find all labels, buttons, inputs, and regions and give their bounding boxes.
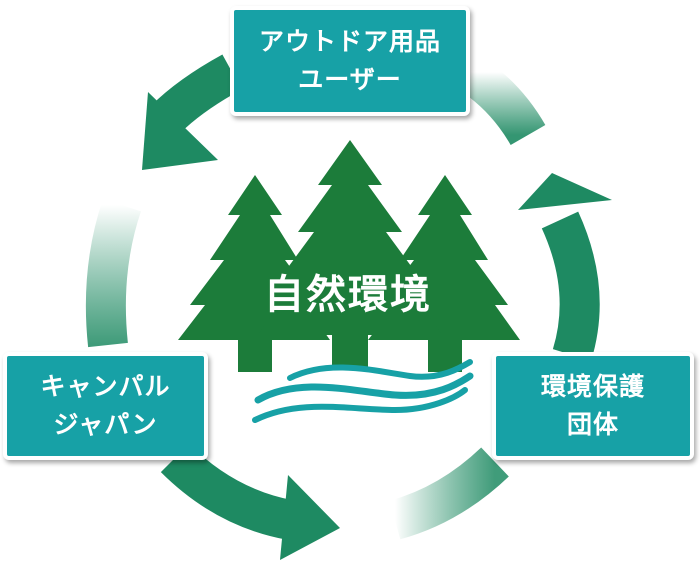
node-outdoor-users: アウトドア用品 ユーザー xyxy=(230,6,470,116)
node-environmental-group-line2: 団体 xyxy=(566,410,619,439)
cycle-arrow-icon xyxy=(160,443,340,560)
node-outdoor-users-line2: ユーザー xyxy=(298,65,402,94)
water-wave-icon xyxy=(252,359,474,423)
cycle-arrow-icon xyxy=(85,198,142,348)
node-campal-japan-line1: キャンパル xyxy=(40,372,171,401)
tree-icon xyxy=(178,140,520,372)
node-environmental-group-line1: 環境保護 xyxy=(540,372,645,401)
node-campal-japan-line2: ジャパン xyxy=(53,410,158,439)
node-environmental-group: 環境保護 団体 xyxy=(492,352,694,460)
cycle-arrow-icon xyxy=(518,173,612,361)
node-outdoor-users-line1: アウトドア用品 xyxy=(258,27,441,56)
node-campal-japan: キャンパル ジャパン xyxy=(3,352,208,460)
cycle-arrow-icon xyxy=(457,55,546,146)
center-label: 自然環境 xyxy=(264,272,432,318)
cycle-arrow-icon xyxy=(142,54,242,170)
cycle-arrow-icon xyxy=(389,447,509,540)
